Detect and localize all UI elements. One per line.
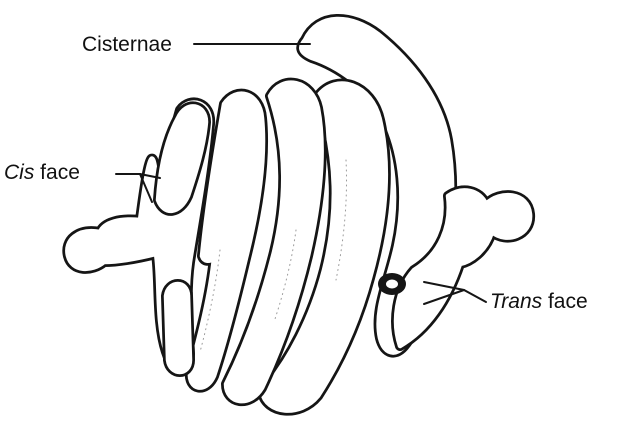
- vesicle: [378, 273, 406, 295]
- label-trans-italic: Trans: [490, 290, 542, 313]
- label-cis-italic: Cis: [4, 161, 34, 184]
- label-cis-face: Cis face: [4, 162, 80, 183]
- label-cisternae: Cisternae: [82, 34, 172, 55]
- lower-bud: [166, 284, 190, 372]
- label-cis-rest: face: [34, 161, 80, 184]
- label-trans-face: Trans face: [490, 291, 588, 312]
- label-trans-rest: face: [542, 290, 588, 313]
